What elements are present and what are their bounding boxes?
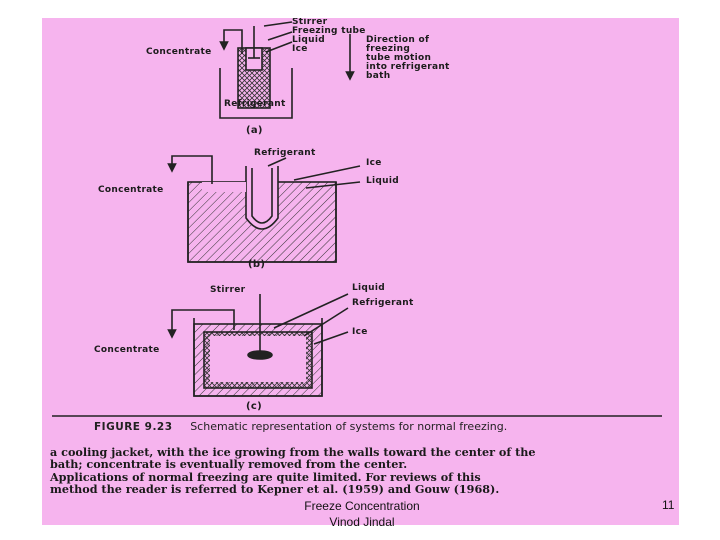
label-b-ice: Ice — [366, 158, 382, 168]
panel-b-diagram — [167, 155, 361, 263]
label-a-liquid: Liquid — [292, 35, 325, 45]
label-a-tag: (a) — [246, 125, 263, 136]
footer-author: Vinod Jindal — [329, 515, 395, 529]
panel-c-diagram — [52, 293, 662, 417]
figure-number: FIGURE 9.23 — [94, 421, 173, 433]
label-a-direction-2: freezing — [366, 44, 411, 54]
label-c-ice: Ice — [352, 327, 368, 337]
body-line: bath; concentrate is eventually removed … — [50, 457, 408, 472]
label-a-direction-5: bath — [366, 71, 391, 81]
scanned-page: Stirrer Freezing tube Liquid Ice Concent… — [42, 18, 679, 525]
body-text: a cooling jacket, with the ice growing f… — [50, 446, 625, 496]
label-b-concentrate: Concentrate — [98, 185, 164, 195]
label-a-ice: Ice — [292, 44, 308, 54]
label-a-direction-3: tube motion — [366, 53, 432, 63]
panel-a-diagram — [219, 21, 355, 119]
body-line: method the reader is referred to Kepner … — [50, 482, 500, 497]
figure-caption: FIGURE 9.23 Schematic representation of … — [94, 420, 507, 433]
figure-caption-text: Schematic representation of systems for … — [190, 420, 508, 433]
slide-footer: Freeze Concentration Vinod Jindal — [282, 498, 442, 530]
label-b-refrigerant: Refrigerant — [254, 148, 316, 158]
label-a-direction-4: into refrigerant — [366, 62, 450, 72]
body-line: a cooling jacket, with the ice growing f… — [50, 445, 536, 459]
label-c-liquid: Liquid — [352, 283, 385, 293]
label-a-freezing-tube: Freezing tube — [292, 26, 366, 36]
label-c-tag: (c) — [246, 401, 262, 412]
figure-drawing — [52, 21, 662, 417]
label-a-stirrer: Stirrer — [292, 18, 328, 27]
page-number: 11 — [662, 498, 675, 512]
label-a-direction-1: Direction of — [366, 35, 430, 45]
body-line: Applications of normal freezing are quit… — [50, 469, 481, 484]
label-b-liquid: Liquid — [366, 176, 399, 186]
label-b-tag: (b) — [248, 259, 266, 270]
label-c-concentrate: Concentrate — [94, 345, 160, 355]
label-c-stirrer: Stirrer — [210, 285, 246, 295]
label-a-concentrate: Concentrate — [146, 47, 212, 57]
label-c-refrigerant: Refrigerant — [352, 298, 414, 308]
footer-title: Freeze Concentration — [304, 499, 420, 513]
label-a-refrigerant: Refrigerant — [224, 99, 286, 109]
